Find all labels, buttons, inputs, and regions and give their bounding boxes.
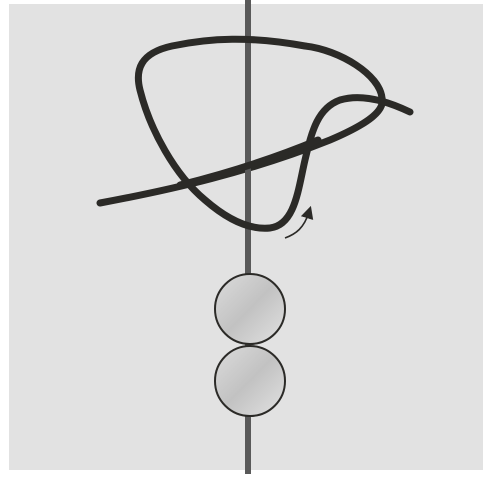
bead [215,346,285,416]
bead [215,274,285,344]
